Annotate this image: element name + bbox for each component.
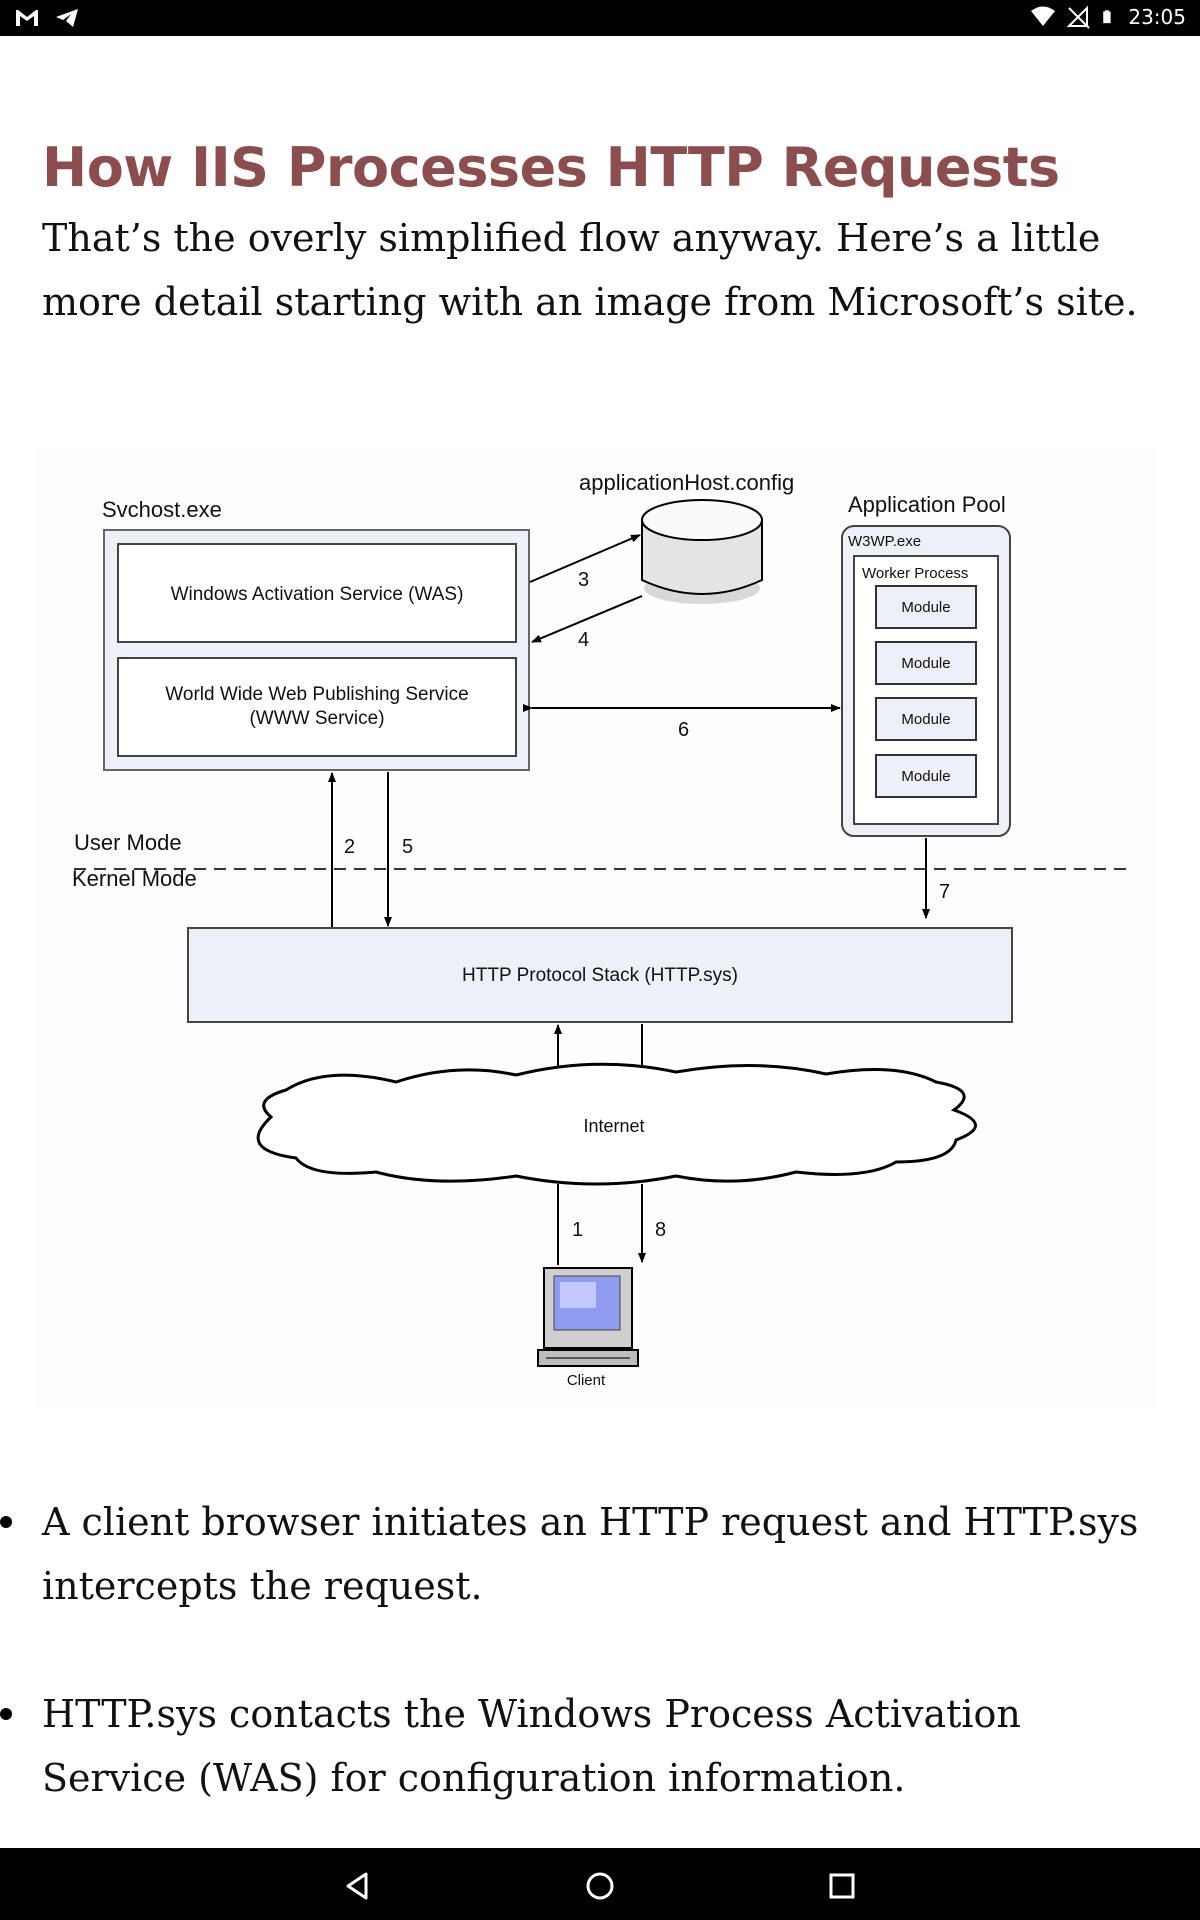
client-computer-icon <box>537 1267 639 1367</box>
navigation-bar <box>0 1848 1200 1920</box>
iis-architecture-diagram: Svchost.exe Windows Activation Service (… <box>36 450 1156 1404</box>
step-3-label: 3 <box>578 569 589 591</box>
step-7-label: 7 <box>939 881 950 903</box>
module-label-1: Module <box>901 599 950 616</box>
back-icon[interactable] <box>338 1866 378 1906</box>
battery-icon <box>1103 10 1111 24</box>
step-4-label: 4 <box>578 629 589 651</box>
status-time: 23:05 <box>1128 5 1186 29</box>
module-box-3 <box>875 697 977 741</box>
http-stack-label: HTTP Protocol Stack (HTTP.sys) <box>462 965 738 986</box>
svchost-label: Svchost.exe <box>102 497 222 522</box>
module-box-1 <box>875 585 977 629</box>
module-label-2: Module <box>901 655 950 672</box>
lead-paragraph: That’s the overly simplified flow anyway… <box>42 216 1138 324</box>
kernel-mode-label: Kernel Mode <box>72 866 197 891</box>
w3wp-label: W3WP.exe <box>848 533 921 550</box>
article: How IIS Processes HTTP Requests That’s t… <box>42 130 1162 334</box>
bullet-dot <box>0 1516 12 1528</box>
http-stack-box <box>187 927 1013 1023</box>
wifi-icon <box>1031 6 1056 26</box>
config-database-icon <box>641 499 763 604</box>
list-item: A client browser initiates an HTTP reque… <box>0 1490 1172 1618</box>
arrow-3 <box>529 534 641 583</box>
telegram-icon <box>56 9 78 27</box>
module-box-4 <box>875 754 977 798</box>
step-6-label: 6 <box>678 719 689 741</box>
was-label: Windows Activation Service (WAS) <box>171 584 464 605</box>
no-signal-icon <box>1066 5 1091 29</box>
client-label: Client <box>567 1372 606 1389</box>
gmail-icon <box>16 10 38 26</box>
config-label: applicationHost.config <box>579 470 794 495</box>
bullet-text: HTTP.sys contacts the Windows Process Ac… <box>42 1692 1021 1800</box>
user-mode-label: User Mode <box>74 830 182 855</box>
www-label-line2: (WWW Service) <box>249 708 384 729</box>
module-box-2 <box>875 641 977 685</box>
step-5-label: 5 <box>402 836 413 858</box>
status-bar: 23:05 <box>0 0 1200 36</box>
home-icon[interactable] <box>580 1866 620 1906</box>
www-box <box>117 657 517 757</box>
bullet-dot <box>0 1708 12 1720</box>
step-2-label: 2 <box>344 836 355 858</box>
steps-list: A client browser initiates an HTTP reque… <box>0 1490 1200 1874</box>
arrow-4 <box>531 595 643 643</box>
bullet-text: A client browser initiates an HTTP reque… <box>42 1500 1139 1608</box>
recents-icon[interactable] <box>822 1866 862 1906</box>
list-item: HTTP.sys contacts the Windows Process Ac… <box>0 1682 1172 1810</box>
page-title: How IIS Processes HTTP Requests <box>42 136 1060 199</box>
internet-label: Internet <box>583 1116 644 1136</box>
app-pool-label: Application Pool <box>848 492 1006 517</box>
module-label-4: Module <box>901 768 950 785</box>
step-1-label: 1 <box>572 1219 583 1241</box>
www-label-line1: World Wide Web Publishing Service <box>165 684 468 705</box>
was-box <box>117 543 517 643</box>
step-8-label: 8 <box>655 1219 666 1241</box>
module-label-3: Module <box>901 711 950 728</box>
worker-process-label: Worker Process <box>862 565 968 582</box>
internet-cloud <box>256 1062 977 1186</box>
